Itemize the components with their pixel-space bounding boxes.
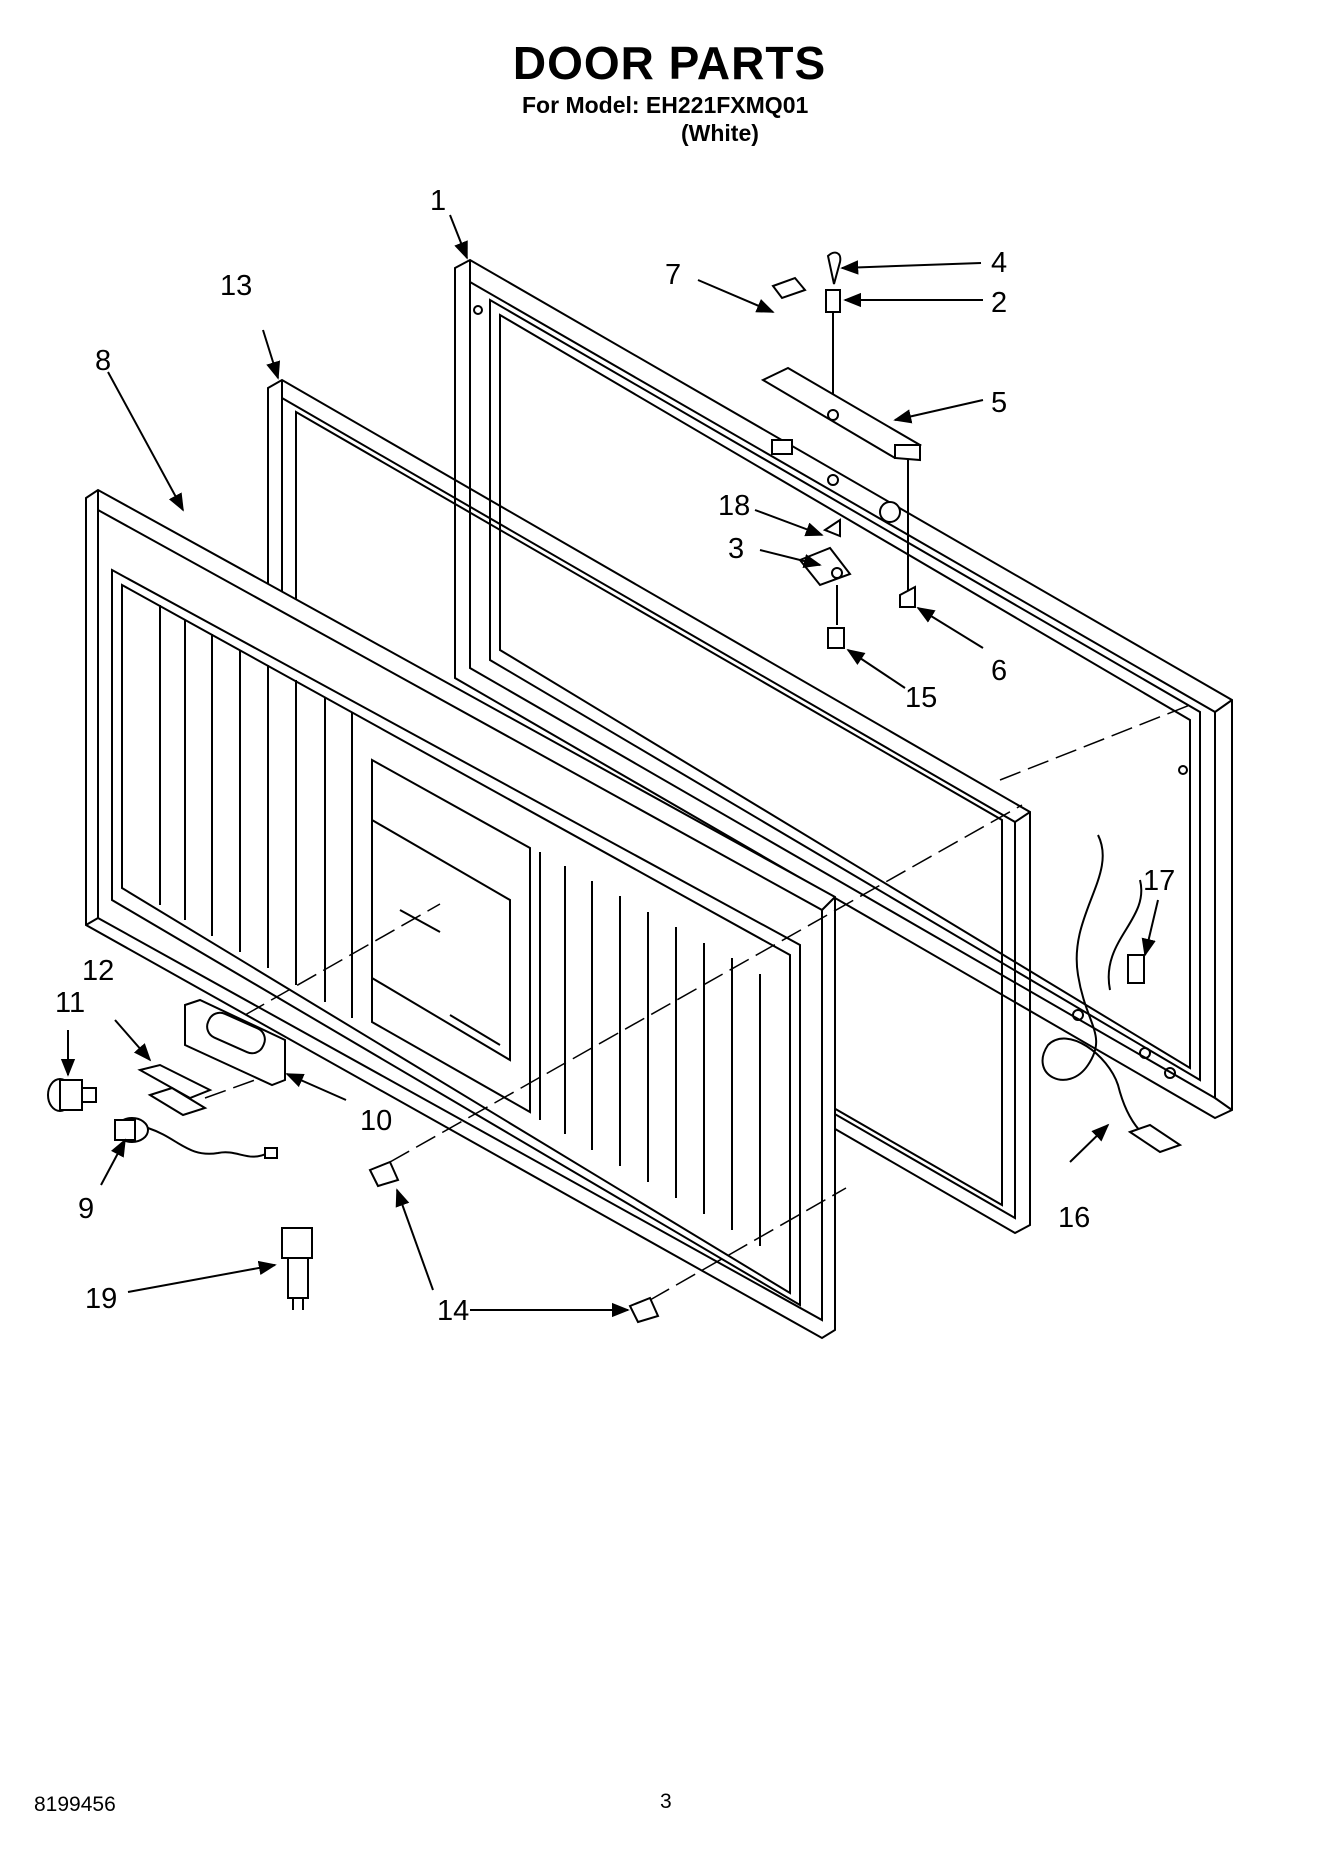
document-number: 8199456 [34,1793,116,1816]
callout-10: 10 [360,1105,392,1137]
callout-5: 5 [991,387,1007,419]
callout-7: 7 [665,259,681,291]
callout-19: 19 [85,1283,117,1315]
callout-leaders [60,214,1159,1318]
callout-8: 8 [95,345,111,377]
callout-13: 13 [220,270,252,302]
model-line: For Model: EH221FXMQ01 [522,92,809,118]
hinge-hardware [760,251,923,649]
callout-9: 9 [78,1193,94,1225]
callout-3: 3 [728,533,744,565]
callout-14: 14 [437,1295,469,1327]
callout-1: 1 [430,185,446,217]
alignment-lines [204,704,1191,1301]
fasteners [281,1160,660,1324]
callout-16: 16 [1058,1202,1090,1234]
light-assembly [47,998,286,1159]
door-liner-frame [454,258,1233,1120]
callout-6: 6 [991,655,1007,687]
callout-4: 4 [991,247,1007,279]
callout-18: 18 [718,490,750,522]
callout-labels: 1 4 2 7 5 18 3 6 15 13 8 17 16 10 12 11 … [55,185,1175,1327]
page-number: 3 [660,1790,672,1813]
color-line: (White) [681,120,759,146]
inner-door-panel [85,488,836,1340]
page-title: DOOR PARTS [512,37,827,89]
callout-15: 15 [905,682,937,714]
callout-12: 12 [82,955,114,987]
wire-harness [1041,834,1183,1154]
callout-11: 11 [55,987,85,1019]
callout-2: 2 [991,287,1007,319]
callout-17: 17 [1143,865,1175,897]
